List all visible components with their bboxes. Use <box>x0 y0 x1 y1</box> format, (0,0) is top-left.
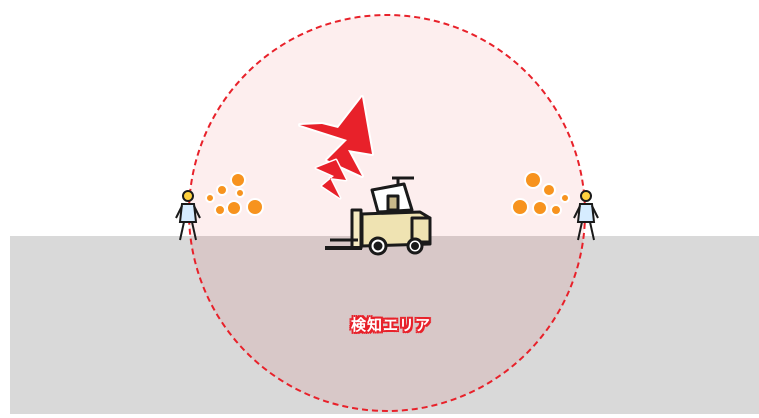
lightning-icon <box>298 95 374 200</box>
signal-waves-right-icon <box>511 171 570 216</box>
detection-area-fill-lower <box>190 236 584 411</box>
worker-left-icon <box>175 190 201 241</box>
forklift-icon <box>325 176 432 256</box>
detection-area-label: 検知エリア <box>350 315 431 334</box>
signal-waves-left-icon <box>205 172 264 216</box>
detection-area-fill-upper <box>189 15 585 236</box>
worker-right-icon <box>573 190 599 241</box>
